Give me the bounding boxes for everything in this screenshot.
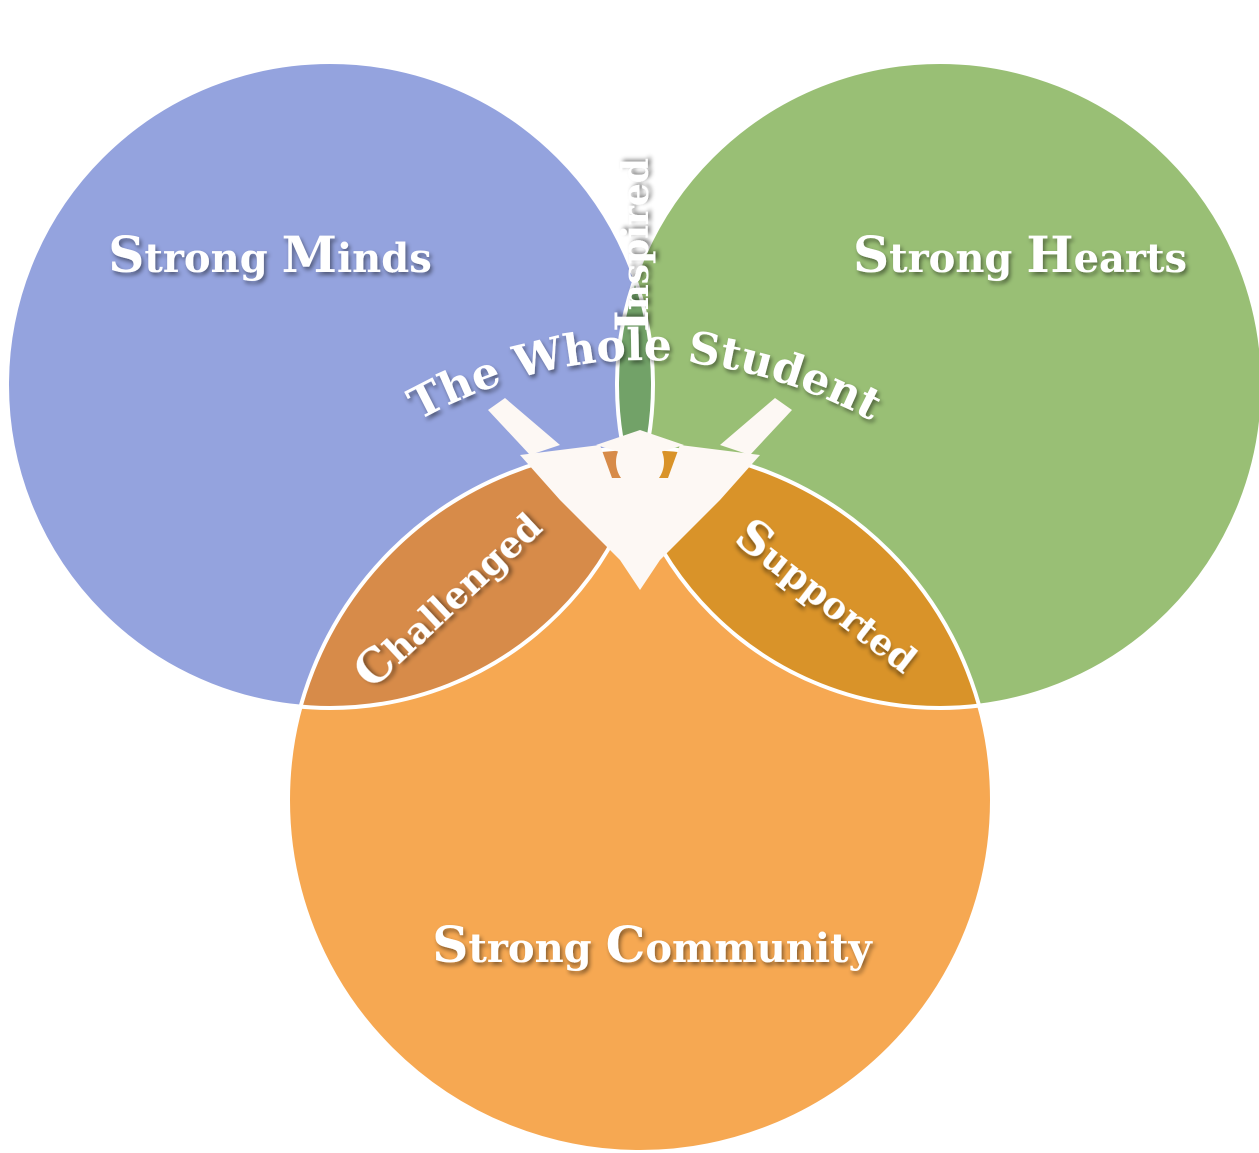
challenged-overlap [288,448,653,708]
strong-hearts-rest-1: trong [889,235,1026,282]
strong-hearts-cap-s: S [853,225,889,284]
strong-minds-rest-2: inds [337,235,432,282]
strong-minds-rest-1: trong [144,235,281,282]
strong-minds-outline [5,60,655,710]
strong-hearts-outline [615,60,1259,710]
strong-minds-label: Strong Minds [108,225,431,284]
strong-hearts-cap-h: H [1026,225,1073,284]
inspired-rest: nspired [615,158,657,310]
inspired-cap: I [605,310,659,332]
inspired-label: Inspired [605,158,659,332]
strong-community-label: Strong Community [432,915,873,974]
supported-overlap [617,448,992,708]
strong-community-rest-1: trong [468,925,605,972]
strong-community-cap-c: C [606,915,646,974]
strong-community-rest-2: ommunity [645,925,873,972]
strong-hearts-rest-2: earts [1074,235,1187,282]
graduate-silhouette-icon [488,398,792,590]
strong-minds-cap-s: S [108,225,144,284]
strong-hearts-label: Strong Hearts [853,225,1187,284]
strong-community-cap-s: S [432,915,468,974]
strong-minds-cap-m: M [282,225,337,284]
